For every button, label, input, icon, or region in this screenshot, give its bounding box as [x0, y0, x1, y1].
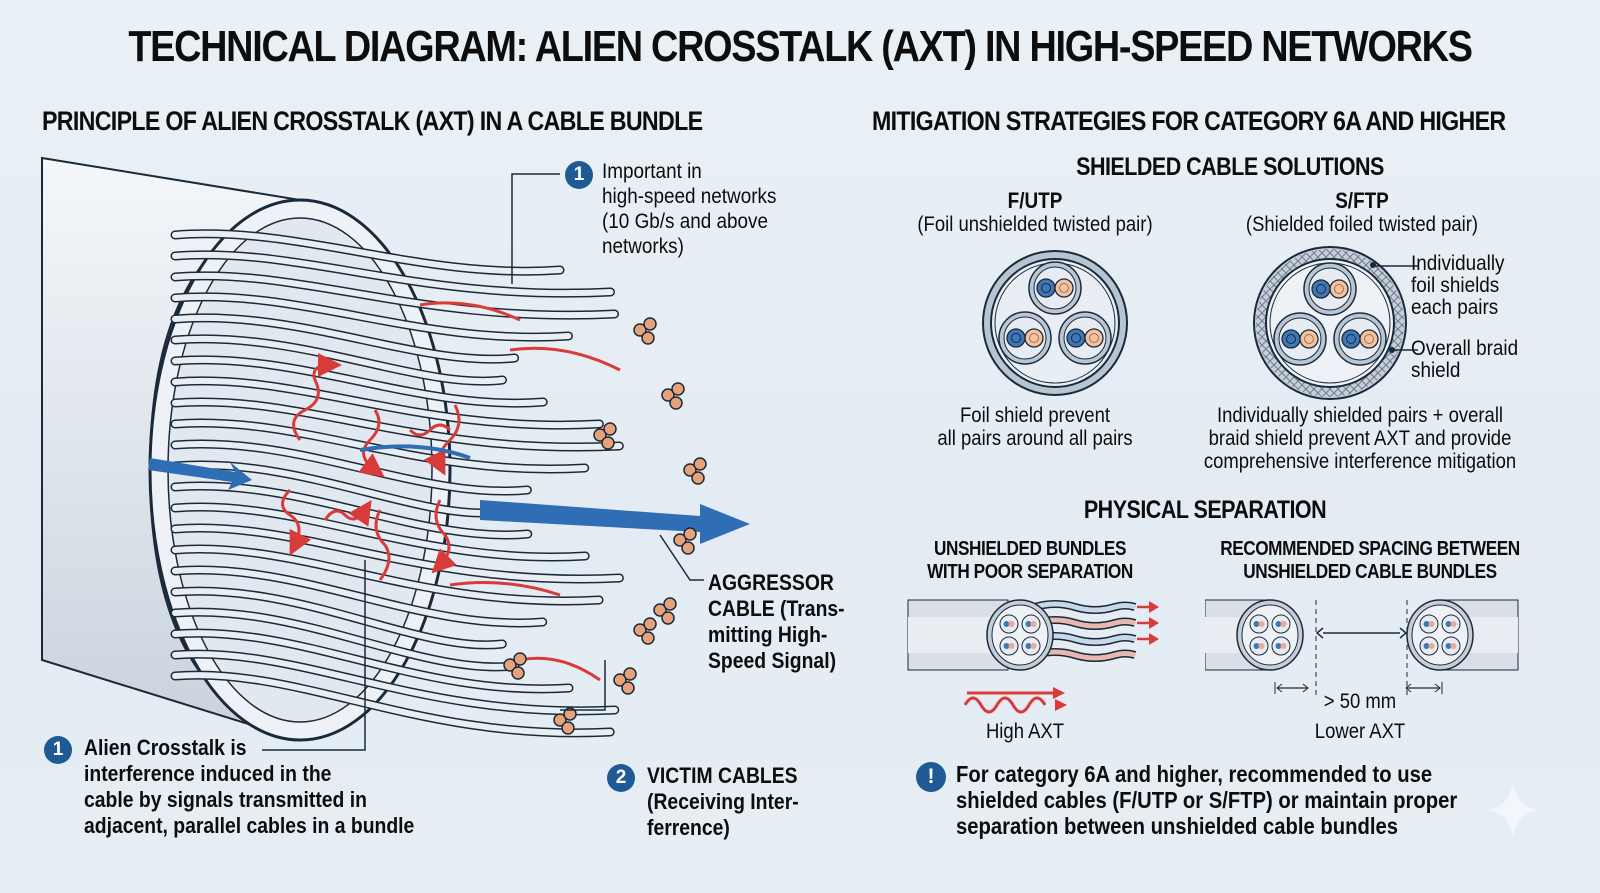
sftp-desc: (Shielded foiled twisted pair): [1245, 213, 1479, 236]
label-foil-shields: Individually foil shields each pairs: [1411, 253, 1505, 319]
caption-line: all pairs around all pairs: [937, 427, 1133, 450]
separation-heading: PHYSICAL SEPARATION: [1083, 496, 1327, 524]
leader-top: [511, 173, 560, 284]
futp-pairs: [998, 261, 1112, 365]
crosstalk-waves: [281, 353, 461, 581]
wire-end-copper: [633, 617, 657, 645]
wire-end-copper: [683, 457, 707, 485]
heading-line: UNSHIELDED CABLE BUNDLES: [1243, 561, 1497, 583]
callout-line: Important in: [602, 160, 702, 183]
poor-separation-illustration: [907, 599, 1159, 714]
label-line: Individually: [1411, 252, 1505, 275]
label-line: each pairs: [1411, 296, 1499, 319]
futp-desc: (Foil unshielded twisted pair): [917, 213, 1153, 236]
signal-arrow-in: [148, 458, 252, 490]
high-axt-label: High AXT: [985, 720, 1065, 743]
sftp-leaders: [1373, 265, 1418, 351]
callout-aggressor: AGGRESSOR CABLE (Trans- mitting High- Sp…: [708, 570, 866, 674]
callout-line: ferrence): [647, 815, 730, 840]
leader-aggressor: [659, 534, 704, 581]
caption-line: Foil shield prevent: [960, 404, 1110, 427]
callout-line: CABLE (Trans-: [708, 596, 845, 621]
shielded-heading: SHIELDED CABLE SOLUTIONS: [1076, 153, 1384, 181]
badge-1: 1: [44, 736, 72, 764]
spacing-heading: RECOMMENDED SPACING BETWEEN UNSHIELDED C…: [1207, 538, 1534, 584]
wire-end-copper: [653, 597, 677, 625]
callout-line: cable by signals transmitted in: [84, 787, 367, 812]
poor-separation-heading: UNSHIELDED BUNDLES WITH POOR SEPARATION: [918, 538, 1142, 584]
heading-line: WITH POOR SEPARATION: [927, 561, 1133, 583]
label-braid-shield: Overall braid shield: [1411, 338, 1518, 382]
sparkle-icon: [1488, 782, 1538, 838]
signal-line: [359, 444, 471, 460]
leader-definition: [262, 560, 366, 751]
wire-end-copper: [633, 317, 657, 345]
sftp-name: S/FTP: [1335, 188, 1389, 213]
heading-line: RECOMMENDED SPACING BETWEEN: [1220, 538, 1520, 560]
badge-2: 2: [607, 764, 635, 792]
badge-1: 1: [565, 161, 593, 189]
wire-end-copper: [593, 422, 617, 450]
futp-cross-section: [982, 250, 1128, 396]
caption-line: comprehensive interference mitigation: [1203, 450, 1517, 473]
wire-ends: [503, 317, 707, 735]
callout-line: (Receiving Inter-: [647, 789, 799, 814]
wire-end-copper: [553, 707, 577, 735]
wire-end-copper: [673, 527, 697, 555]
spacing-illustration: [1205, 599, 1519, 695]
note-line: For category 6A and higher, recommended …: [956, 761, 1433, 787]
futp-name: F/UTP: [1007, 188, 1063, 213]
callout-line: high-speed networks: [602, 185, 777, 208]
right-panel-heading: MITIGATION STRATEGIES FOR CATEGORY 6A AN…: [872, 106, 1506, 136]
note-line: separation between unshielded cable bund…: [956, 813, 1399, 839]
futp-caption: Foil shield prevent all pairs around all…: [921, 404, 1150, 450]
wire-strands: [170, 229, 624, 738]
heading-line: UNSHIELDED BUNDLES: [934, 538, 1126, 560]
callout-line: networks): [602, 235, 684, 258]
callout-line: adjacent, parallel cables in a bundle: [84, 813, 415, 838]
spacing-distance: > 50 mm: [1323, 690, 1397, 713]
sftp-cross-section: [1253, 246, 1407, 400]
leader-victim: [560, 660, 606, 711]
caption-line: Individually shielded pairs + overall: [1216, 404, 1504, 427]
signal-arrow-out: [480, 500, 750, 544]
sftp-caption: Individually shielded pairs + overall br…: [1193, 404, 1527, 473]
sftp-pairs: [1273, 262, 1387, 366]
lower-axt-label: Lower AXT: [1314, 720, 1406, 743]
left-panel-heading: PRINCIPLE OF ALIEN CROSSTALK (AXT) IN A …: [42, 106, 703, 136]
callout-line: AGGRESSOR: [708, 570, 834, 595]
note-line: shielded cables (F/UTP or S/FTP) or main…: [956, 787, 1458, 813]
label-line: Overall braid: [1411, 337, 1519, 360]
wire-end-copper: [613, 667, 637, 695]
cable-bundle-illustration: [41, 156, 750, 751]
label-line: foil shields: [1411, 274, 1500, 297]
callout-line: Alien Crosstalk is: [84, 735, 247, 760]
callout-line: Speed Signal): [708, 648, 837, 673]
caption-line: braid shield prevent AXT and provide: [1208, 427, 1512, 450]
callout-line: interference induced in the: [84, 761, 332, 786]
label-line: shield: [1411, 359, 1461, 382]
wire-end-copper: [661, 382, 685, 410]
exclamation-icon: !: [916, 762, 946, 792]
callout-line: (10 Gb/s and above: [602, 210, 769, 233]
spacing-ticks: [1274, 682, 1443, 694]
callout-line: VICTIM CABLES: [647, 763, 798, 788]
wire-end-copper: [503, 652, 527, 680]
page-title: TECHNICAL DIAGRAM: ALIEN CROSSTALK (AXT)…: [128, 22, 1473, 71]
callout-line: mitting High-: [708, 622, 828, 647]
